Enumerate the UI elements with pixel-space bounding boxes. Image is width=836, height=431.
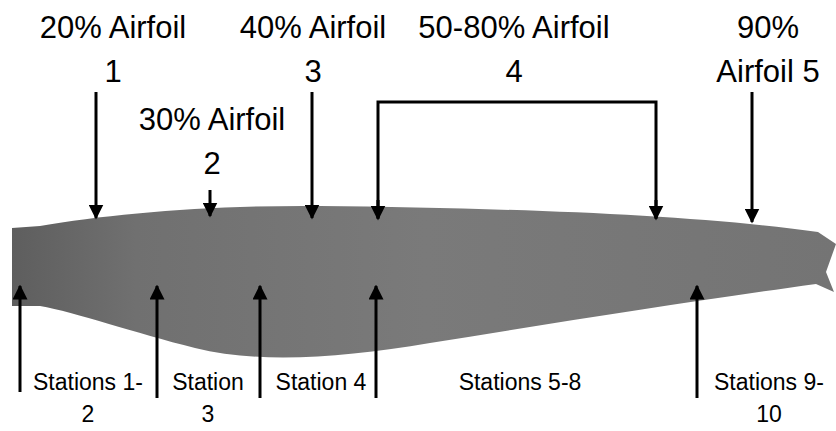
station-label: Station 3 <box>164 366 252 430</box>
airfoil-label: 50-80% Airfoil 4 <box>414 6 614 94</box>
blade-outline <box>12 206 836 358</box>
airfoil-label: 90% Airfoil 5 <box>703 6 833 94</box>
station-label: Stations 1-2 <box>28 366 148 430</box>
airfoil-label: 20% Airfoil 1 <box>28 6 198 94</box>
station-label: Stations 9-10 <box>705 366 833 430</box>
airfoil-label: 40% Airfoil 3 <box>233 6 393 94</box>
station-label: Stations 5-8 <box>455 366 585 398</box>
airfoil-label: 30% Airfoil 2 <box>137 98 287 186</box>
station-label: Station 4 <box>271 366 371 398</box>
pointer-arrows <box>20 92 752 398</box>
